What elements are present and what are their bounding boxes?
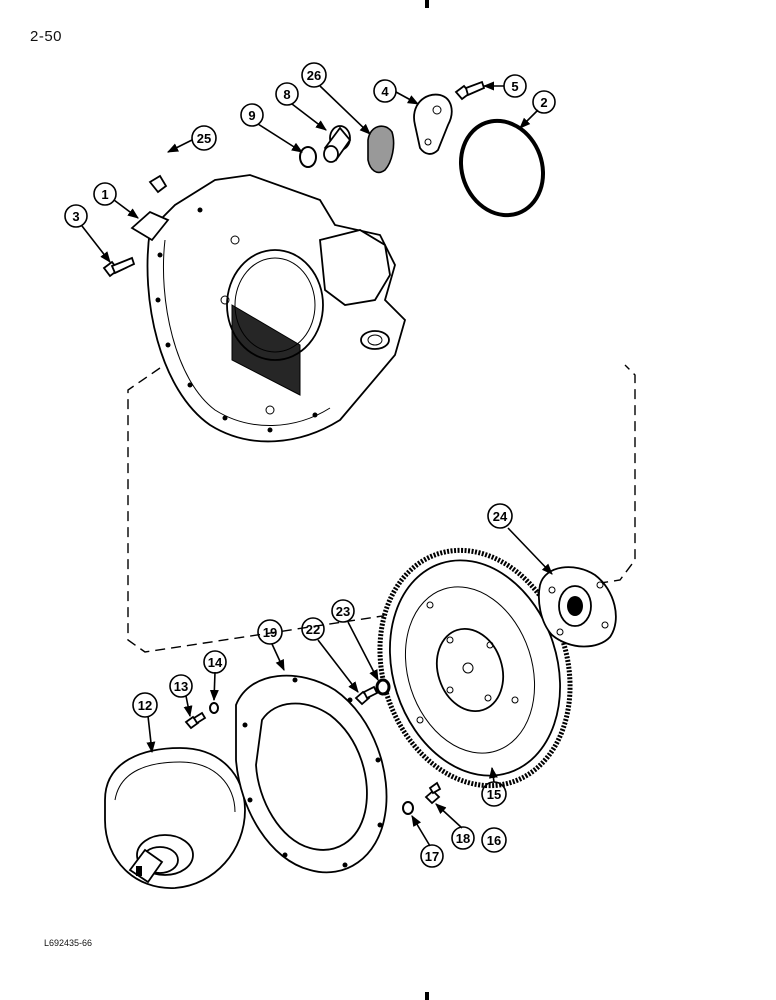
callout-2: 2 <box>532 90 556 114</box>
callout-26: 26 <box>301 62 327 88</box>
cap-screw <box>454 80 486 101</box>
callout-18: 18 <box>451 826 475 850</box>
screen-gasket <box>367 125 395 174</box>
callout-label: 5 <box>511 79 518 94</box>
bottom-page-mark <box>425 992 429 1000</box>
callout-label: 25 <box>197 131 211 146</box>
callout-label: 22 <box>306 622 320 637</box>
callout-label: 2 <box>540 95 547 110</box>
callout-12: 12 <box>132 692 158 718</box>
o-ring <box>458 118 546 218</box>
callout-label: 14 <box>208 655 223 670</box>
washer-17 <box>402 801 414 815</box>
dashed-group-outline <box>127 364 636 653</box>
callout-22: 22 <box>301 617 325 641</box>
bolt-18 <box>424 781 442 805</box>
flex-plate <box>235 674 388 874</box>
housing-bolt <box>102 256 136 278</box>
callout-label: 26 <box>307 68 321 83</box>
callout-label: 18 <box>456 831 470 846</box>
callout-label: 23 <box>336 604 350 619</box>
callout-17: 17 <box>420 844 444 868</box>
cover-plate <box>413 93 453 155</box>
drive-hub <box>538 566 617 648</box>
page-number: 2-50 <box>30 28 63 45</box>
callout-label: 19 <box>263 625 277 640</box>
callout-label: 1 <box>101 187 108 202</box>
callout-8: 8 <box>275 82 299 106</box>
callout-24: 24 <box>487 503 513 529</box>
callout-3: 3 <box>64 204 88 228</box>
top-page-mark <box>425 0 429 8</box>
callout-label: 9 <box>248 108 255 123</box>
callout-label: 17 <box>425 849 439 864</box>
callout-label: 8 <box>283 87 290 102</box>
callout-16: 16 <box>481 827 507 853</box>
callout-23: 23 <box>331 599 355 623</box>
callout-1: 1 <box>93 182 117 206</box>
drawing-code: L692435-66 <box>44 938 93 948</box>
plug <box>323 125 352 163</box>
bolt-13 <box>184 711 207 730</box>
fitting <box>148 174 168 194</box>
callout-14: 14 <box>203 650 227 674</box>
callout-label: 3 <box>72 209 79 224</box>
torque-converter <box>104 747 246 889</box>
flywheel-housing <box>130 174 407 443</box>
callout-label: 16 <box>487 833 501 848</box>
callout-13: 13 <box>169 674 193 698</box>
callout-label: 12 <box>138 698 152 713</box>
callout-5: 5 <box>503 74 527 98</box>
callout-4: 4 <box>373 79 397 103</box>
callout-label: 13 <box>174 679 188 694</box>
callout-label: 24 <box>493 509 508 524</box>
callout-label: 15 <box>487 787 501 802</box>
callout-9: 9 <box>240 103 264 127</box>
flywheel <box>377 547 573 789</box>
callout-leaders <box>81 81 553 847</box>
callout-19: 19 <box>257 619 283 645</box>
seal-ring <box>299 146 317 168</box>
callout-15: 15 <box>481 781 507 807</box>
washer-23 <box>375 678 391 696</box>
callout-label: 4 <box>381 84 389 99</box>
callout-25: 25 <box>191 125 217 151</box>
washer-14 <box>209 702 219 714</box>
bolt-22 <box>354 685 379 706</box>
